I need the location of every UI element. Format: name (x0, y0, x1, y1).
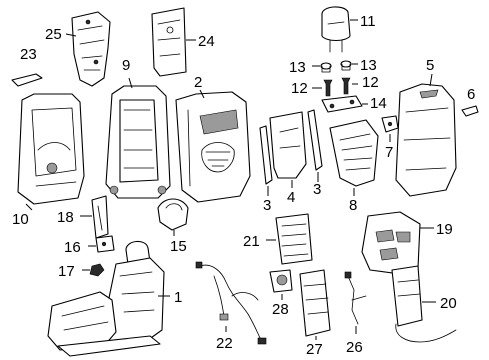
part-10-back-housing (17, 93, 85, 205)
callout-24: 24 (198, 33, 215, 50)
callout-25: 25 (45, 26, 62, 43)
part-2-back-cushion (175, 91, 251, 203)
callout-7: 7 (385, 144, 393, 161)
part-13-bushings (320, 60, 352, 73)
part-7-clip (381, 115, 399, 133)
callout-4: 4 (287, 189, 295, 206)
part-27-track (299, 269, 331, 337)
callout-8: 8 (349, 197, 357, 214)
part-26-cable (344, 271, 367, 325)
callout-14: 14 (370, 95, 387, 112)
part-17-nut (89, 263, 105, 277)
callout-17: 17 (58, 263, 75, 280)
callout-5: 5 (426, 57, 434, 74)
leader-10 (25, 203, 33, 211)
callout-3b: 3 (313, 181, 321, 198)
callout-21: 21 (243, 233, 260, 250)
part-16-bracket (95, 235, 115, 253)
callout-27: 27 (306, 341, 323, 358)
part-6-clip (461, 105, 479, 117)
callout-12a: 12 (291, 80, 308, 97)
leader-5 (429, 73, 433, 87)
part-18-side-trim (91, 195, 109, 239)
part-24-panel (151, 7, 187, 77)
part-20-pump (391, 265, 457, 343)
callout-23: 23 (20, 46, 37, 63)
callout-9: 9 (122, 57, 130, 74)
callout-26: 26 (346, 339, 363, 356)
leader-25 (65, 33, 77, 37)
callout-1: 1 (174, 289, 182, 306)
part-14-bracket (321, 95, 363, 113)
part-25-bracket (71, 11, 111, 87)
part-5-back-cover (395, 83, 457, 197)
callout-16: 16 (64, 239, 81, 256)
part-3-strip-right (307, 109, 323, 171)
leader-9 (128, 77, 133, 89)
callout-11: 11 (360, 13, 376, 30)
callout-28: 28 (272, 301, 289, 318)
part-19-lumbar (361, 211, 421, 275)
part-22-harness (195, 261, 267, 345)
part-3-strip-left (259, 125, 273, 185)
callout-20: 20 (440, 295, 457, 312)
callout-19: 19 (436, 221, 453, 238)
part-11-headrest (321, 6, 351, 53)
callout-13a: 13 (289, 59, 306, 76)
callout-18: 18 (57, 209, 74, 226)
part-28-motor (269, 269, 293, 293)
callout-15: 15 (170, 238, 187, 255)
part-9-back-frame (105, 85, 171, 199)
callout-13b: 13 (360, 57, 377, 74)
part-23-strip (11, 73, 43, 87)
leader-2 (199, 89, 205, 99)
callout-2: 2 (194, 74, 202, 91)
part-15-recliner-cover (157, 198, 189, 231)
callout-22: 22 (216, 335, 233, 352)
callout-12b: 12 (362, 74, 379, 91)
part-4-pad (269, 111, 307, 179)
part-21-module (275, 213, 313, 265)
callout-10: 10 (12, 211, 29, 228)
part-1-seat-assembly (47, 240, 165, 357)
callout-3a: 3 (263, 197, 271, 214)
callout-6: 6 (467, 86, 475, 103)
part-8-heater-pad (329, 119, 379, 187)
part-12-guides (323, 77, 351, 97)
